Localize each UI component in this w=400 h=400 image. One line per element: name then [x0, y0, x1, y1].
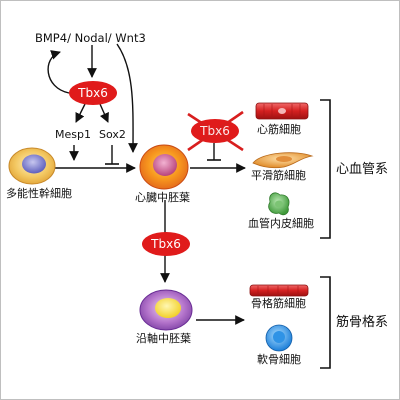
bracket-cardiovascular	[320, 99, 331, 239]
signals-label: BMP4/ Nodal/ Wnt3	[35, 31, 146, 45]
paraxial-mesoderm-label: 沿軸中胚葉	[136, 332, 191, 345]
cross-out-mark	[187, 110, 244, 152]
cardiovascular-system-label: 心血管系	[336, 162, 389, 177]
tbx6-node-top-shape	[69, 81, 117, 105]
cardiomyocyte-label: 心筋細胞	[257, 123, 301, 136]
chondrocyte-image	[265, 324, 293, 352]
endothelial-cell-image	[268, 192, 290, 216]
endothelial-cell-label: 血管内皮細胞	[248, 217, 314, 230]
cardiac-mesoderm-cell-image	[139, 144, 189, 190]
tbx6-node-middle-shape	[142, 232, 190, 256]
bracket-musculoskeletal	[320, 276, 331, 369]
arrow-signals-to-cardiac-mesoderm	[116, 43, 138, 153]
arrow-tbx6-to-mesp1	[75, 103, 86, 123]
arrow-tbx6-to-sox2	[99, 103, 109, 123]
chondrocyte-label: 軟骨細胞	[257, 353, 301, 366]
tbx6-label-top: Tbx6	[78, 86, 108, 100]
pluripotent-stem-cell-label: 多能性幹細胞	[6, 187, 72, 200]
skeletal-muscle-cell-label: 骨格筋細胞	[251, 297, 306, 310]
sox2-label: Sox2	[99, 128, 126, 141]
smooth-muscle-cell-image	[252, 152, 314, 169]
smooth-muscle-cell-label: 平滑筋細胞	[251, 169, 306, 182]
paraxial-mesoderm-cell-image	[139, 289, 193, 331]
mesp1-label: Mesp1	[55, 128, 91, 141]
cardiac-mesoderm-label: 心臓中胚葉	[135, 191, 190, 204]
musculoskeletal-system-label: 筋骨格系	[336, 315, 389, 330]
arrow-tbx6-feedback	[47, 50, 70, 94]
skeletal-muscle-cell-image	[249, 284, 309, 297]
tbx6-label-crossed: Tbx6	[200, 124, 230, 138]
tbx6-label-middle: Tbx6	[151, 237, 181, 251]
cardiomyocyte-image	[255, 102, 309, 120]
pluripotent-stem-cell-image	[8, 147, 56, 185]
